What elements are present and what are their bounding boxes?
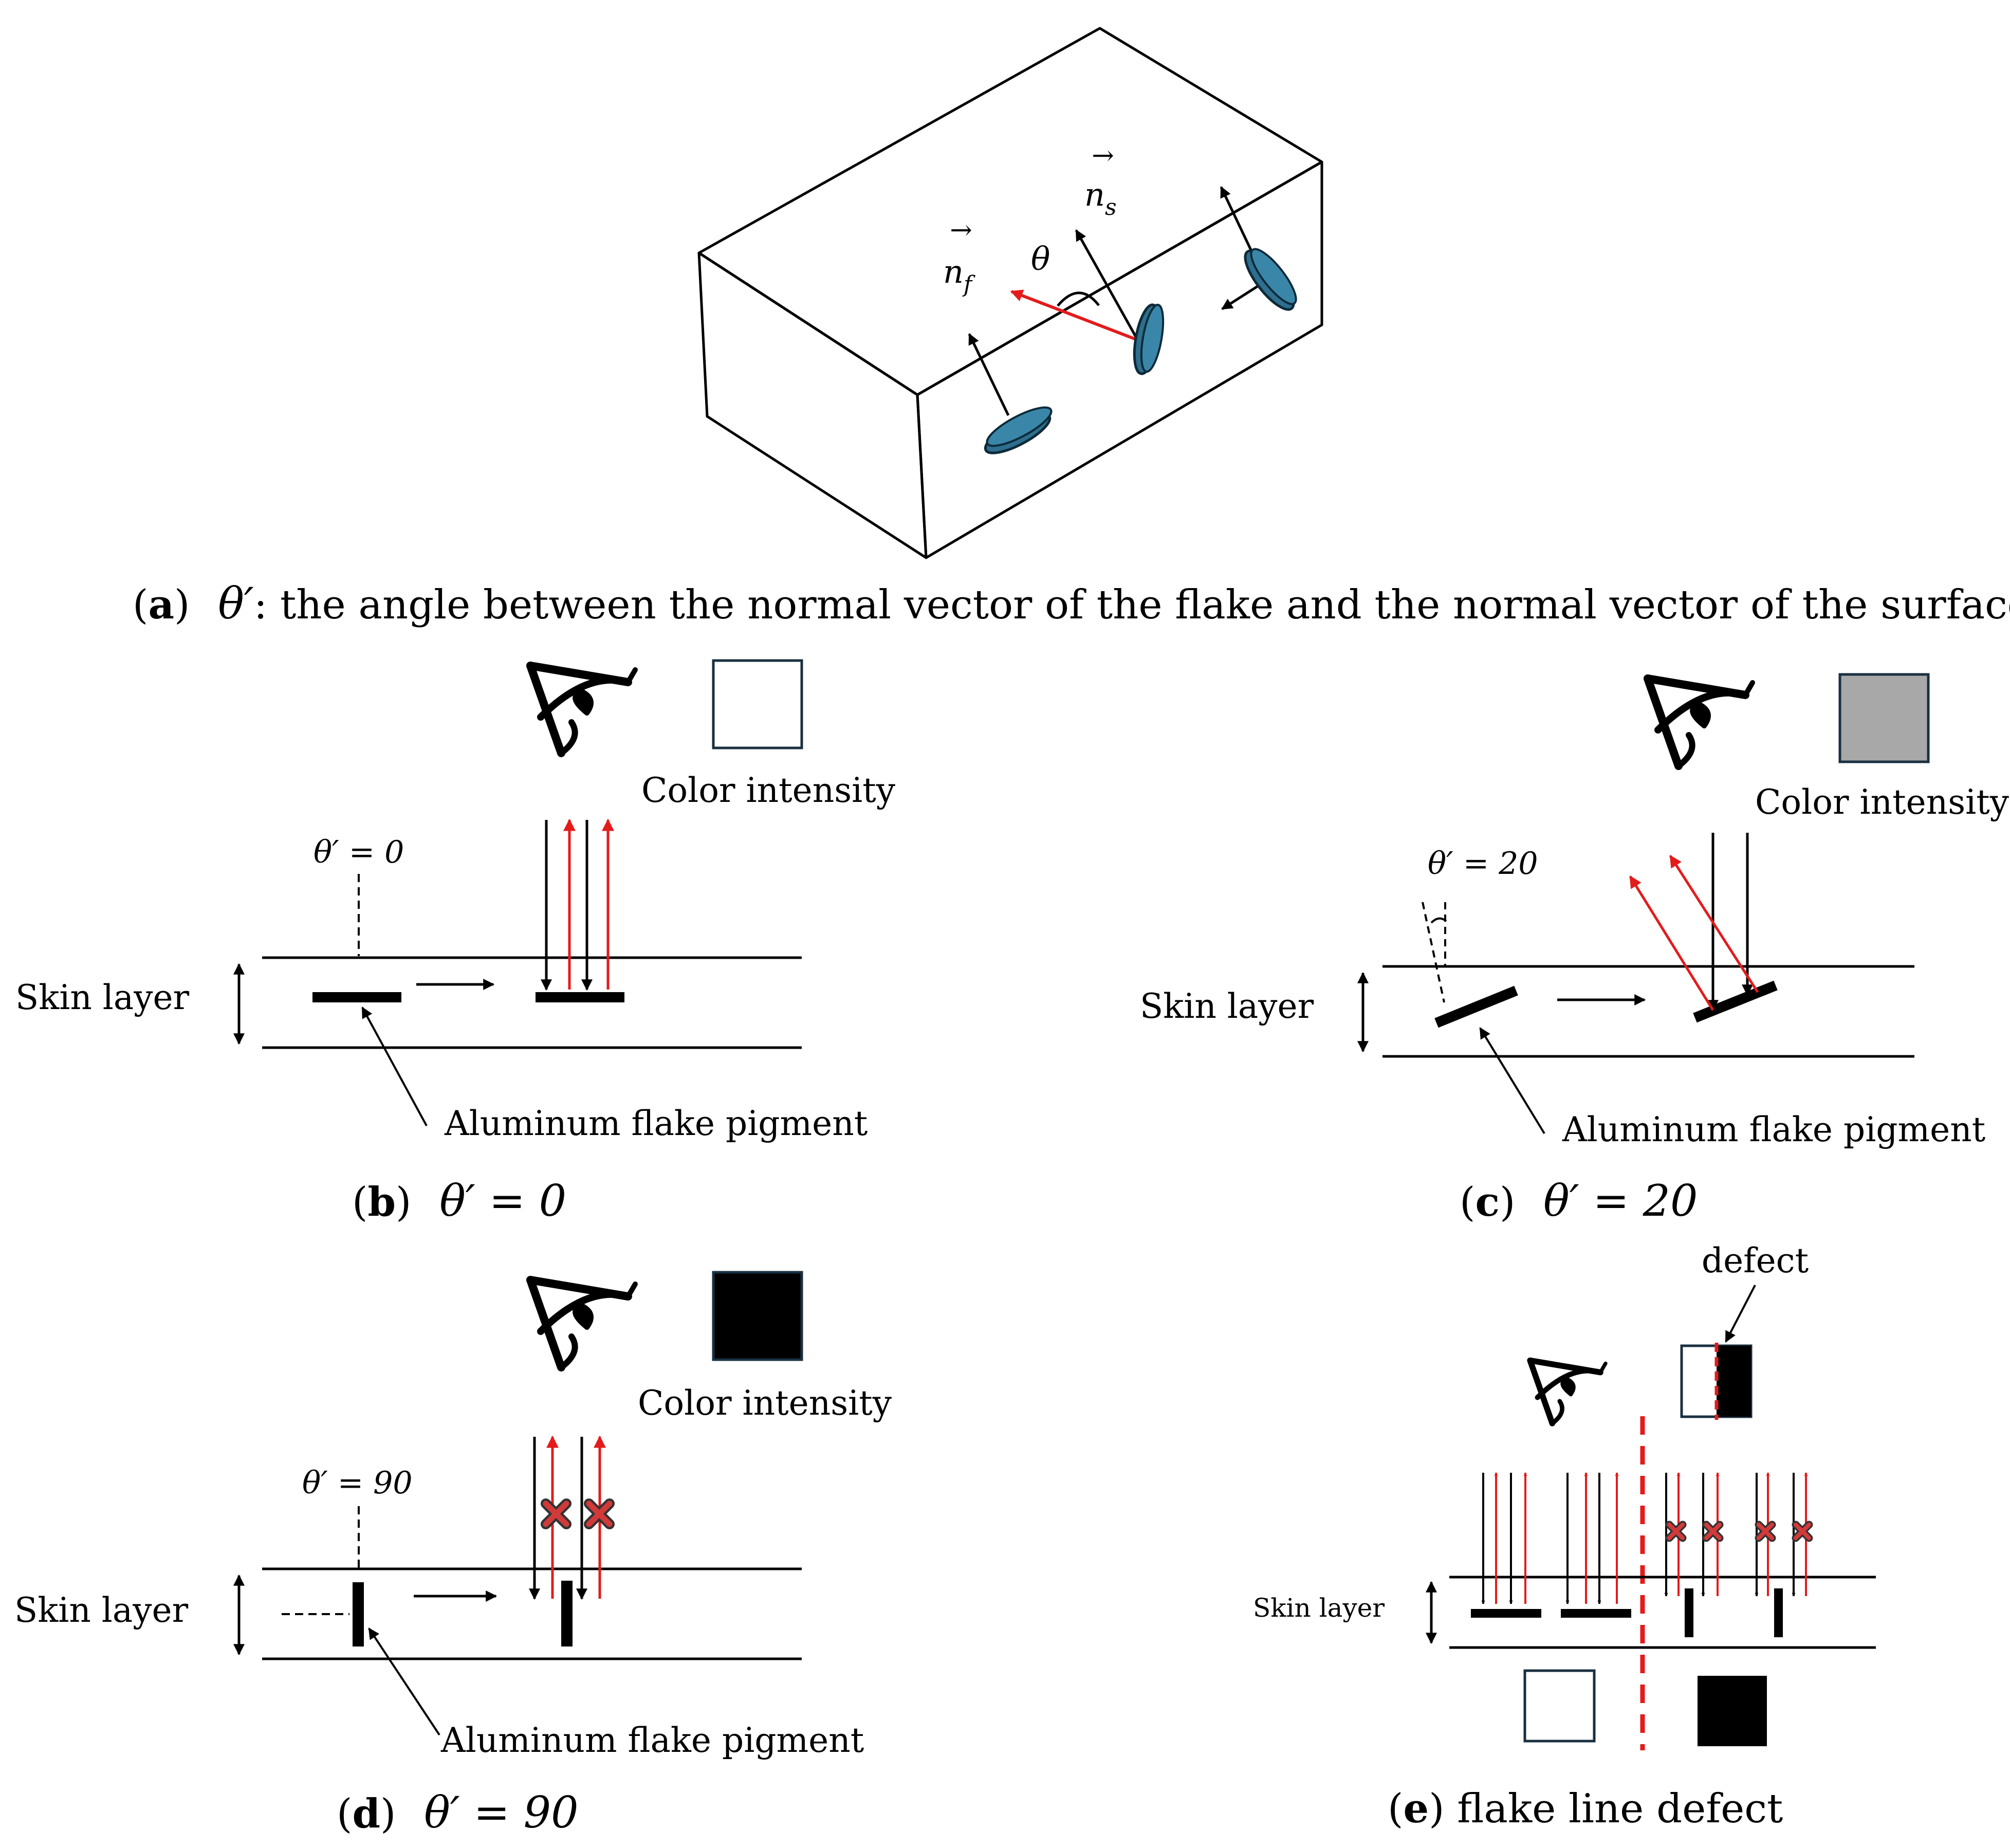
caption-c: (c) θ′ = 20	[1460, 1176, 1698, 1226]
caption-e: (e) flake line defect	[1388, 1785, 1783, 1832]
defect-swatch	[1680, 1343, 1753, 1420]
flake	[1693, 980, 1778, 1023]
skin-layer-label: Skin layer	[1253, 1593, 1385, 1623]
caption-a: (a) θ′: the angle between the normal vec…	[133, 578, 2010, 629]
eye-icon	[526, 662, 638, 757]
flake	[1471, 1609, 1541, 1618]
theta-prime-label: θ′ = 90	[302, 1465, 413, 1501]
flake-normal-red-arrow	[1010, 289, 1137, 341]
skin-layer-label: Skin layer	[15, 978, 190, 1017]
caption-b: (b) θ′ = 0	[352, 1176, 566, 1226]
flake-normal-arrow	[968, 333, 1010, 416]
blocked-cross-icon	[1665, 1521, 1687, 1542]
reflected-ray	[1629, 875, 1714, 1011]
eye-icon	[526, 1276, 638, 1371]
ns-label: ns	[1084, 176, 1117, 221]
defect-label: defect	[1702, 1241, 1809, 1280]
theta-prime-label: θ′ = 0	[314, 834, 404, 870]
theta-label: θ	[1031, 240, 1050, 278]
flake-disc	[1133, 303, 1165, 375]
panel-e: defect Skin layer	[1253, 1241, 1876, 1832]
eye-icon	[1644, 674, 1755, 770]
flake	[1561, 1609, 1631, 1618]
pointer-line	[1479, 1027, 1545, 1135]
angle-arc	[1430, 917, 1447, 924]
color-swatch	[712, 1271, 803, 1361]
panel-c: Color intensity θ′ = 20 Skin layer Alumi…	[1140, 673, 2009, 1226]
panel-d: Color intensity θ′ = 90 Skin layer Alumi…	[14, 1271, 892, 1838]
blocked-cross-icon	[1755, 1521, 1776, 1542]
color-intensity-label: Color intensity	[1755, 782, 2009, 822]
defect-pointer	[1725, 1285, 1756, 1343]
pigment-label: Aluminum flake pigment	[440, 1721, 864, 1760]
pointer-line	[361, 1007, 428, 1126]
theta-prime-label: θ′ = 20	[1428, 846, 1538, 882]
blocked-cross-icon	[1702, 1521, 1724, 1542]
flake-disc	[984, 406, 1053, 454]
flake-normal-arrow-right-down	[1221, 284, 1260, 310]
flake	[1434, 985, 1518, 1028]
flake	[1685, 1588, 1693, 1637]
color-intensity-label: Color intensity	[641, 771, 896, 810]
flake-normal-dashed	[1422, 902, 1445, 1003]
surface-normal-arrow	[1075, 229, 1137, 338]
flake	[353, 1582, 364, 1646]
reflected-ray	[1669, 854, 1759, 993]
flake	[536, 992, 624, 1002]
nf-label: nf	[943, 253, 975, 298]
panel-b: Color intensity θ′ = 0 Skin layer Alumin…	[15, 659, 896, 1226]
eye-icon	[1527, 1357, 1608, 1426]
pigment-label: Aluminum flake pigment	[1562, 1110, 1985, 1149]
skin-layer-label: Skin layer	[1140, 986, 1314, 1026]
flake	[1774, 1588, 1783, 1637]
pointer-line	[368, 1627, 440, 1736]
vector-arrow-symbol: →	[950, 215, 972, 246]
flake	[561, 1581, 573, 1646]
pigment-label: Aluminum flake pigment	[444, 1104, 868, 1143]
panel-a: → nf → ns θ (a) θ′: the angle between th…	[133, 27, 2010, 629]
vector-arrow-symbol: →	[1092, 140, 1114, 171]
flake	[312, 992, 401, 1002]
blocked-cross-icon	[1792, 1521, 1813, 1542]
color-intensity-label: Color intensity	[638, 1383, 892, 1423]
color-swatch	[1838, 673, 1930, 763]
blocked-cross-icon	[541, 1498, 571, 1529]
theta-arc	[1057, 291, 1100, 307]
blocked-cross-icon	[584, 1498, 615, 1529]
caption-d: (d) θ′ = 90	[337, 1787, 579, 1838]
white-swatch	[1523, 1669, 1596, 1743]
skin-layer-label: Skin layer	[14, 1590, 189, 1630]
flake-disc	[1244, 248, 1297, 311]
color-swatch	[712, 659, 803, 749]
box-3d	[697, 27, 1323, 559]
black-swatch	[1698, 1676, 1767, 1746]
